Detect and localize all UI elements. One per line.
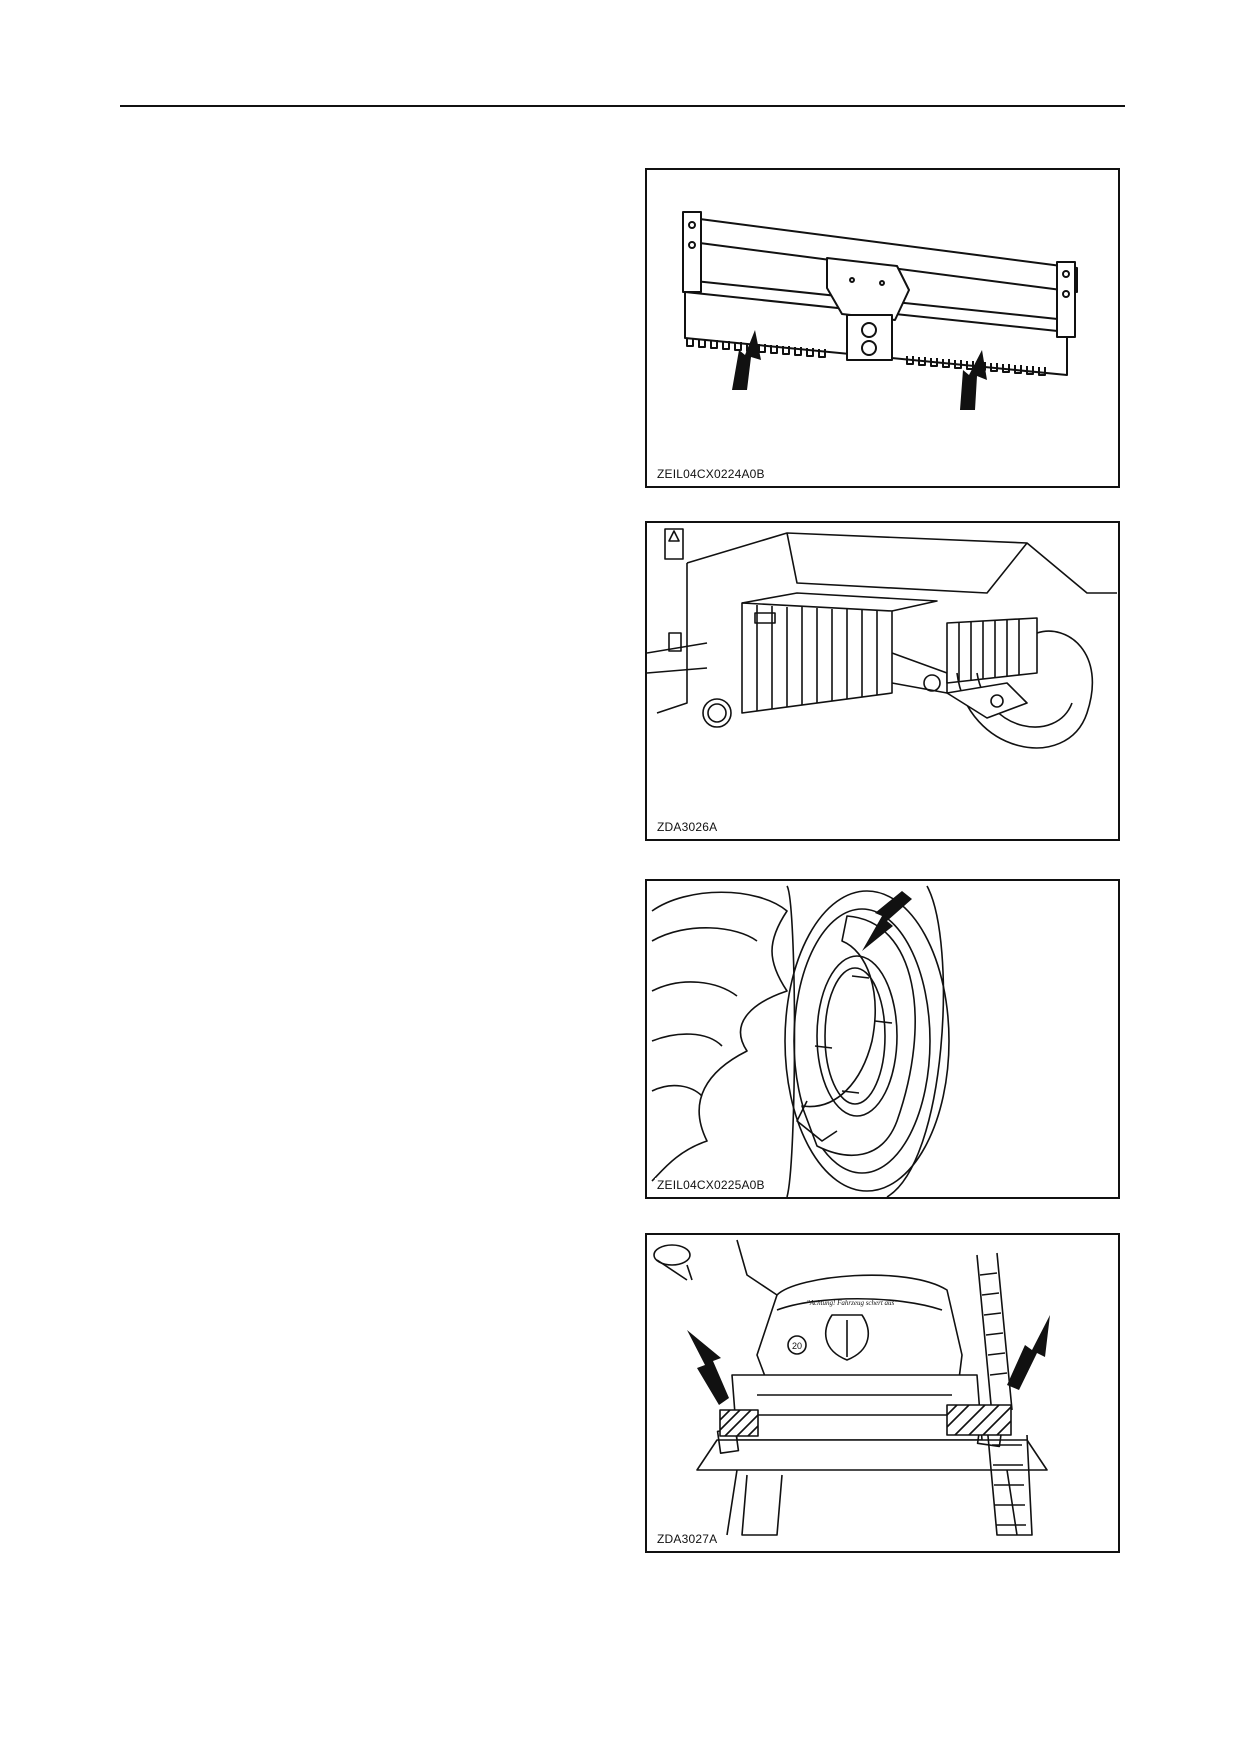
decal-text: "Achtung! Fahrzeug schert aus" — [807, 1299, 898, 1307]
side-weights-illustration — [647, 528, 1117, 749]
figure-front-weight-bar: ZEIL04CX0224A0B — [645, 168, 1120, 488]
header-rule — [120, 105, 1125, 107]
speed-badge: 20 — [792, 1341, 802, 1351]
figure-caption: ZDA3027A — [655, 1532, 720, 1546]
wheel-ring-weight-illustration — [651, 885, 950, 1197]
figure-caption: ZEIL04CX0225A0B — [655, 1178, 767, 1192]
figure-caption: ZDA3026A — [655, 820, 720, 834]
rear-weights-illustration: 20 "Achtung! Fahrzeug schert aus" — [653, 1239, 1050, 1536]
figure-caption: ZEIL04CX0224A0B — [655, 467, 767, 481]
figure-side-weights: ZDA3026A — [645, 521, 1120, 841]
front-weight-bar-illustration — [682, 211, 1078, 410]
figure-wheel-ring-weight: ZEIL04CX0225A0B — [645, 879, 1120, 1199]
figure-rear-weights: 20 "Achtung! Fahrzeug schert aus" ZDA302… — [645, 1233, 1120, 1553]
